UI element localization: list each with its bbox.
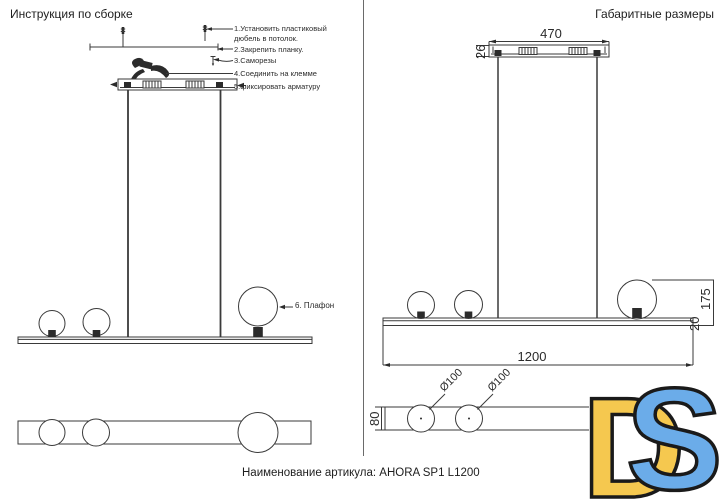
dim-470-label: 470 [540,26,562,41]
assembly-step-3: 3.Саморезы [234,56,277,65]
dim-20-label: 20 [687,317,702,331]
dowel-icon [202,25,208,41]
lamp-shades [38,286,278,337]
logo-letter-s: S [626,358,723,500]
screw-icon [210,56,216,66]
bar-bottom-view: 80 Ø100 Ø100 [367,367,589,433]
leader-lines [166,27,246,89]
article-caption: Наименование артикула: AHORA SP1 L1200 [242,467,480,479]
shade-sphere [454,290,483,319]
lamp-shades [407,279,657,320]
dim-shade-height: 175 20 [652,279,714,331]
dim-canopy-width: 470 [488,26,610,45]
dim-d100-label: Ø100 [438,367,466,395]
mounting-strip [89,43,219,51]
ceiling-plate [110,78,238,91]
dim-1200-label: 1200 [518,349,547,364]
shade-leader [279,304,293,310]
dim-80-label: 80 [367,412,382,426]
shade-sphere [238,286,278,327]
assembly-step-5: 5.фиксировать арматуру [234,81,321,91]
dim-canopy-height: 26 [473,45,489,59]
shade-sphere [407,291,435,319]
bar-front-view [17,336,313,344]
dim-bar-length: 1200 [382,325,694,367]
shade-sphere [617,279,657,320]
assembly-step-2: 2.Закрепить планку. [234,45,304,54]
assembly-step-4: 4.Соединить на клемме [234,69,317,78]
assembly-step-1: 1.Установить пластиковый дюбель в потоло… [234,24,327,43]
dim-175-label: 175 [698,288,713,310]
wire-clamp-icon [131,57,170,81]
dim-d100-label: Ø100 [486,367,514,395]
ds-logo: D S [580,356,724,500]
assembly-diagram [17,25,313,453]
shade-label: 6. Плафон [295,301,335,310]
bar-bottom-view [17,412,312,453]
bar-front-view [382,317,694,326]
right-section-title: Габаритные размеры [595,7,714,21]
logo-letter-d: D [582,369,685,500]
dowel-icon [120,27,126,47]
dim-26-label: 26 [473,45,488,59]
ceiling-plate [488,44,610,58]
left-section-title: Инструкция по сборке [10,7,133,21]
